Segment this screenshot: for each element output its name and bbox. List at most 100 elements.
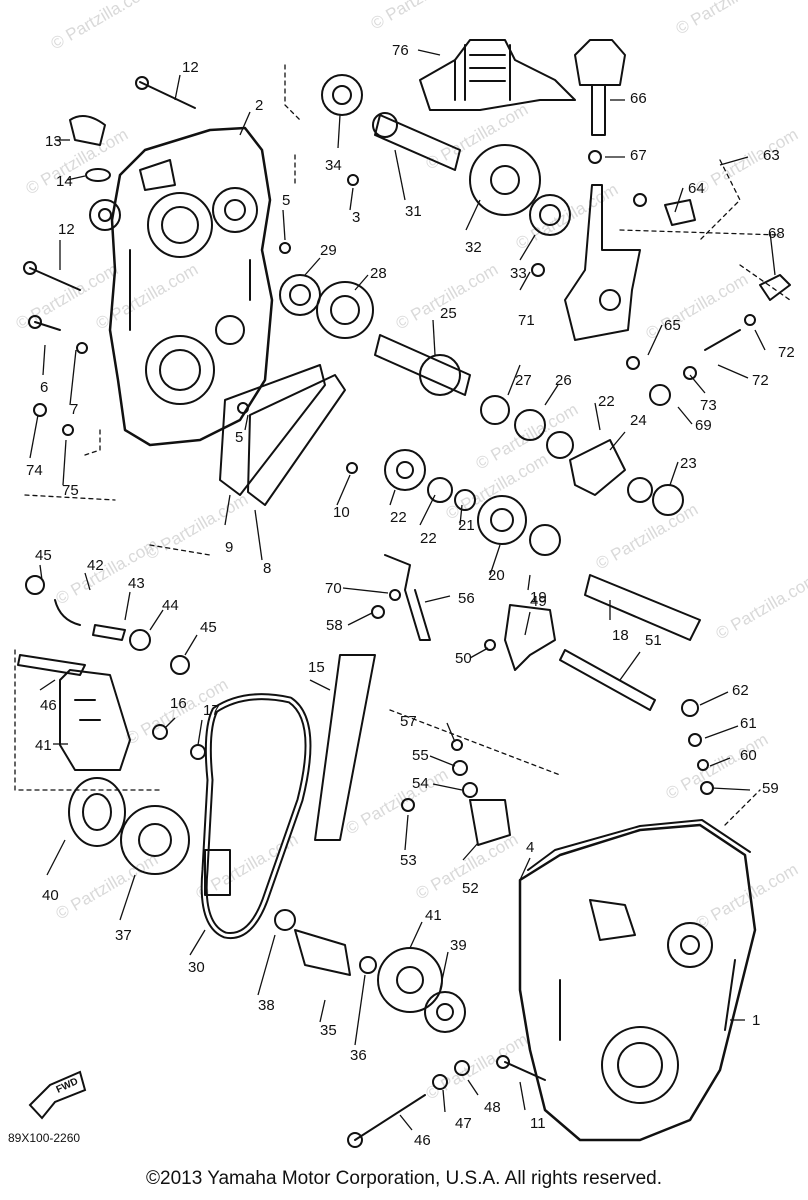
callout-61: 61 — [740, 715, 757, 732]
callout-72: 72 — [778, 344, 795, 361]
callout-16: 16 — [170, 695, 187, 712]
callout-17: 17 — [203, 702, 220, 719]
callout-43: 43 — [128, 575, 145, 592]
shaft-and-gear-drawings — [279, 74, 701, 711]
callout-76: 76 — [392, 42, 409, 59]
watermark-text: © Partzilla.com — [368, 0, 477, 33]
callout-33: 33 — [510, 265, 527, 282]
callout-41: 41 — [425, 907, 442, 924]
callout-72: 72 — [752, 372, 769, 389]
callout-10: 10 — [333, 504, 350, 521]
callout-45: 45 — [200, 619, 217, 636]
callout-36: 36 — [350, 1047, 367, 1064]
callout-55: 55 — [412, 747, 429, 764]
callout-3: 3 — [352, 209, 360, 226]
callout-60: 60 — [740, 747, 757, 764]
callout-13: 13 — [45, 133, 62, 150]
callout-18: 18 — [612, 627, 629, 644]
callout-49: 49 — [530, 593, 547, 610]
callout-29: 29 — [320, 242, 337, 259]
callout-8: 8 — [263, 560, 271, 577]
shift-fork-drawings — [384, 554, 556, 671]
callout-5: 5 — [235, 429, 243, 446]
callout-38: 38 — [258, 997, 275, 1014]
exploded-view-drawing: © Partzilla.com© Partzilla.com© Partzill… — [8, 0, 808, 1149]
callout-37: 37 — [115, 927, 132, 944]
callout-11: 11 — [530, 1115, 546, 1132]
watermark-text: © Partzilla.com — [48, 0, 157, 53]
callout-58: 58 — [326, 617, 343, 634]
callout-32: 32 — [465, 239, 482, 256]
callout-46: 46 — [40, 697, 57, 714]
callout-44: 44 — [162, 597, 179, 614]
callout-73: 73 — [700, 397, 717, 414]
watermark-text: © Partzilla.com — [693, 125, 802, 199]
callout-2: 2 — [255, 97, 263, 114]
callout-45: 45 — [35, 547, 52, 564]
callout-22: 22 — [420, 530, 437, 547]
callout-68: 68 — [768, 225, 785, 242]
callout-71: 71 — [518, 312, 535, 329]
leader-lines — [29, 49, 776, 1131]
gasket-drawing — [219, 364, 346, 506]
callout-46: 46 — [414, 1132, 431, 1149]
callout-31: 31 — [405, 203, 422, 220]
callout-19: 19 — [530, 589, 547, 606]
callout-74: 74 — [26, 462, 43, 479]
callout-1: 1 — [752, 1012, 760, 1029]
watermark-text: © Partzilla.com — [663, 730, 772, 804]
callout-67: 67 — [630, 147, 647, 164]
callout-52: 52 — [462, 880, 479, 897]
chain-guide-drawing — [314, 654, 376, 841]
callout-6: 6 — [40, 379, 48, 396]
bracket-drawings — [17, 575, 190, 771]
callout-34: 34 — [325, 157, 342, 174]
callout-75: 75 — [62, 482, 79, 499]
timing-chain-drawing — [200, 693, 312, 940]
part-drawings — [14, 39, 791, 1148]
callout-12: 12 — [58, 221, 75, 238]
shift-boot-drawing — [419, 39, 576, 111]
callout-12: 12 — [182, 59, 199, 76]
callout-40: 40 — [42, 887, 59, 904]
fastener-drawings — [23, 76, 791, 1148]
callout-22: 22 — [598, 393, 615, 410]
shift-lever-drawing — [564, 184, 696, 341]
callout-7: 7 — [70, 401, 78, 418]
watermark-text: © Partzilla.com — [53, 850, 162, 924]
callout-20: 20 — [488, 567, 505, 584]
callout-70: 70 — [325, 580, 342, 597]
watermark-text: © Partzilla.com — [343, 765, 452, 839]
callout-15: 15 — [308, 659, 325, 676]
callout-41: 41 — [35, 737, 52, 754]
callout-66: 66 — [630, 90, 647, 107]
callout-65: 65 — [664, 317, 681, 334]
callout-26: 26 — [555, 372, 572, 389]
callout-14: 14 — [56, 173, 73, 190]
watermark-text: © Partzilla.com — [53, 535, 162, 609]
right-crankcase-drawing — [518, 819, 757, 1142]
callout-21: 21 — [458, 517, 475, 534]
callout-62: 62 — [732, 682, 749, 699]
callout-9: 9 — [225, 539, 233, 556]
sprocket-drawings — [68, 777, 466, 1033]
watermark-layer: © Partzilla.com© Partzilla.com© Partzill… — [13, 0, 808, 1103]
diagram-code: 89X100-2260 — [8, 1131, 80, 1145]
callout-47: 47 — [455, 1115, 472, 1132]
callout-48: 48 — [484, 1099, 501, 1116]
callout-39: 39 — [450, 937, 467, 954]
copyright-notice: ©2013 Yamaha Motor Corporation, U.S.A. A… — [146, 1168, 662, 1189]
watermark-text: © Partzilla.com — [673, 0, 782, 38]
callout-63: 63 — [763, 147, 780, 164]
callout-53: 53 — [400, 852, 417, 869]
callout-50: 50 — [455, 650, 472, 667]
callout-4: 4 — [526, 839, 534, 856]
callout-22: 22 — [390, 509, 407, 526]
callout-69: 69 — [695, 417, 712, 434]
watermark-text: © Partzilla.com — [393, 260, 502, 334]
callout-42: 42 — [87, 557, 104, 574]
watermark-text: © Partzilla.com — [713, 570, 808, 644]
watermark-text: © Partzilla.com — [513, 180, 622, 254]
